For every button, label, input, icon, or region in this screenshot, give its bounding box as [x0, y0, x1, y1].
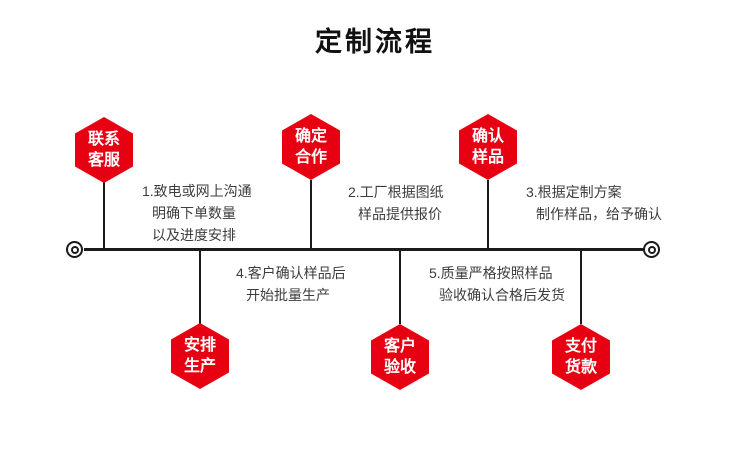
note-line: 5.质量严格按照样品	[429, 265, 553, 281]
timeline-terminal-left-icon	[66, 241, 83, 258]
badge-label-line: 验收	[383, 359, 416, 376]
timeline-terminal-left-inner-ring	[70, 245, 79, 254]
badge-label-line: 合作	[294, 149, 327, 166]
hexagon-badge-arrange-production: 安排 生产	[171, 323, 229, 389]
diagram-title: 定制流程	[315, 27, 435, 57]
note-step-2: 2.工厂根据图纸 样品提供报价	[348, 181, 444, 225]
note-line: 3.根据定制方案	[526, 184, 622, 200]
badge-label-line: 客服	[87, 152, 120, 169]
hexagon-badge-confirm-cooperation: 确定 合作	[282, 114, 340, 180]
connector-bottom-3	[580, 251, 582, 324]
badge-label-line: 确定	[294, 128, 327, 145]
note-step-3: 3.根据定制方案 制作样品，给予确认	[526, 181, 662, 225]
badge-label-line: 确认	[471, 128, 504, 145]
badge-label-line: 支付	[564, 338, 597, 355]
note-line: 以及进度安排	[152, 227, 236, 243]
connector-bottom-1	[199, 251, 201, 324]
timeline-line	[84, 248, 644, 251]
note-step-4: 4.客户确认样品后 开始批量生产	[236, 262, 346, 306]
note-step-1: 1.致电或网上沟通 明确下单数量 以及进度安排	[142, 180, 252, 246]
note-line: 开始批量生产	[246, 287, 330, 303]
hexagon-badge-contact-service: 联系 客服	[75, 117, 133, 183]
hexagon-badge-pay-goods: 支付 货款	[552, 324, 610, 390]
connector-top-1	[103, 180, 105, 250]
note-line: 样品提供报价	[358, 206, 442, 222]
connector-bottom-2	[399, 251, 401, 324]
note-line: 2.工厂根据图纸	[348, 184, 444, 200]
connector-top-3	[487, 180, 489, 250]
timeline-terminal-right-inner-ring	[647, 245, 656, 254]
timeline-terminal-right-icon	[643, 241, 660, 258]
note-line: 明确下单数量	[152, 205, 236, 221]
hexagon-badge-customer-acceptance: 客户 验收	[371, 324, 429, 390]
note-line: 1.致电或网上沟通	[142, 183, 252, 199]
badge-label-line: 客户	[383, 338, 416, 355]
badge-label-line: 联系	[87, 131, 120, 148]
connector-top-2	[310, 180, 312, 250]
hexagon-badge-confirm-sample: 确认 样品	[459, 114, 517, 180]
note-step-5: 5.质量严格按照样品 验收确认合格后发货	[429, 262, 565, 306]
badge-label-line: 货款	[564, 359, 597, 376]
badge-label-line: 样品	[471, 149, 504, 166]
note-line: 验收确认合格后发货	[439, 287, 565, 303]
badge-label-line: 生产	[183, 358, 216, 375]
badge-label-line: 安排	[183, 337, 216, 354]
note-line: 制作样品，给予确认	[536, 206, 662, 222]
note-line: 4.客户确认样品后	[236, 265, 346, 281]
